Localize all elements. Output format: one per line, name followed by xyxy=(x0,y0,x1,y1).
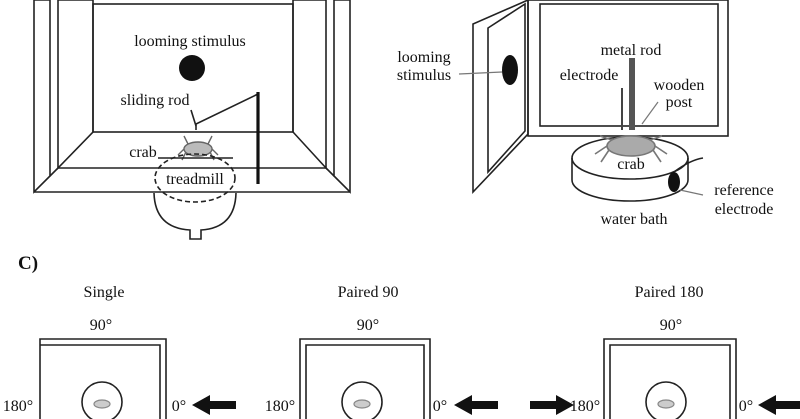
condition-paired-90: Paired 90 90° 180° 0° xyxy=(265,284,498,419)
panel-b-reference-leader xyxy=(679,189,704,196)
panel-b-reference-wire xyxy=(673,157,704,173)
panel-b-wooden-post-label-2: post xyxy=(666,94,693,111)
panel-b-metal-rod-label: metal rod xyxy=(601,42,662,59)
panel-a-left-door-edge xyxy=(49,167,59,177)
panel-b-crab-label: crab xyxy=(617,156,645,173)
arena-dish xyxy=(81,381,123,419)
panel-b-screen-frame xyxy=(527,0,729,137)
condition-title: Paired 90 xyxy=(338,284,399,301)
panel-a-sliding-rod xyxy=(195,93,259,130)
panel-a-sliding-rod-leader xyxy=(190,109,197,127)
panel-a-left-door xyxy=(33,0,51,194)
panel-b-water-bath-label: water bath xyxy=(600,211,667,228)
panel-b-door xyxy=(472,0,529,195)
panel-b-crab-icon xyxy=(594,135,668,163)
panel-c-label: C) xyxy=(18,253,38,274)
crab-icon xyxy=(657,399,675,409)
panel-b-wooden-post-leader xyxy=(641,101,659,125)
angle-top-label: 90° xyxy=(660,317,682,334)
panel-b-metal-rod xyxy=(629,58,635,130)
angle-left-label: 180° xyxy=(3,398,33,415)
angle-left-label: 180° xyxy=(570,398,600,415)
condition-title: Paired 180 xyxy=(635,284,704,301)
panel-a-looming-stimulus-dot xyxy=(179,55,205,81)
panel-b-door-inner xyxy=(487,2,526,175)
angle-top-label: 90° xyxy=(90,317,112,334)
arena-box xyxy=(603,338,737,419)
panel-b-reference-electrode-label-2: electrode xyxy=(715,201,774,218)
condition-title: Single xyxy=(84,284,125,301)
panel-a-right-door-inner xyxy=(292,0,327,171)
panel-c: C) Single 90° 180° 0° Paired 90 90° 180°… xyxy=(3,253,800,419)
panel-a-looming-stimulus-label: looming stimulus xyxy=(134,33,246,50)
panel-b-reference-electrode xyxy=(668,172,680,192)
panel-b-wooden-post-label-1: wooden xyxy=(654,77,705,94)
panel-a-right-door xyxy=(333,0,351,194)
panel-a-crab-label: crab xyxy=(129,144,157,161)
arena-box xyxy=(299,338,431,419)
condition-paired-180: Paired 180 90° 180° 0° xyxy=(530,284,800,419)
panel-b-electrode-label: electrode xyxy=(560,67,619,84)
panel-a-crab-icon xyxy=(177,135,219,161)
panel-a-left-door-inner xyxy=(57,0,94,170)
panel-b-looming-stimulus-leader xyxy=(458,71,503,75)
crab-icon xyxy=(353,399,371,409)
panel-b-looming-stimulus-dot xyxy=(502,55,518,85)
stimulus-arrow-0deg xyxy=(192,395,236,415)
angle-top-label: 90° xyxy=(357,317,379,334)
panel-a-treadmill-label: treadmill xyxy=(166,171,224,188)
arena-box xyxy=(39,338,167,419)
panel-b-reference-electrode-label-1: reference xyxy=(714,182,774,199)
angle-left-label: 180° xyxy=(265,398,295,415)
angle-right-label: 0° xyxy=(433,398,447,415)
panel-a: looming stimulus sliding rod crab treadm… xyxy=(33,0,351,240)
panel-a-treadmill-holder xyxy=(153,192,237,240)
panel-b-water-bath-body xyxy=(571,158,689,202)
panel-b-looming-stimulus-label-2: stimulus xyxy=(397,67,451,84)
angle-right-label: 0° xyxy=(172,398,186,415)
stimulus-arrow-0deg xyxy=(758,395,800,415)
crab-icon xyxy=(93,399,111,409)
panel-b-looming-stimulus-label-1: looming xyxy=(397,49,450,66)
panel-a-treadmill xyxy=(154,153,236,203)
angle-right-label: 0° xyxy=(739,398,753,415)
panel-a-right-door-edge xyxy=(325,167,335,177)
arena-dish xyxy=(341,381,383,419)
arena-dish xyxy=(645,381,687,419)
stimulus-arrow-0deg xyxy=(454,395,498,415)
stimulus-arrow-180deg xyxy=(530,395,574,415)
panel-b: looming stimulus metal rod electrode woo… xyxy=(397,0,774,228)
panel-a-sliding-rod-label: sliding rod xyxy=(121,92,190,109)
condition-single: Single 90° 180° 0° xyxy=(3,284,236,419)
